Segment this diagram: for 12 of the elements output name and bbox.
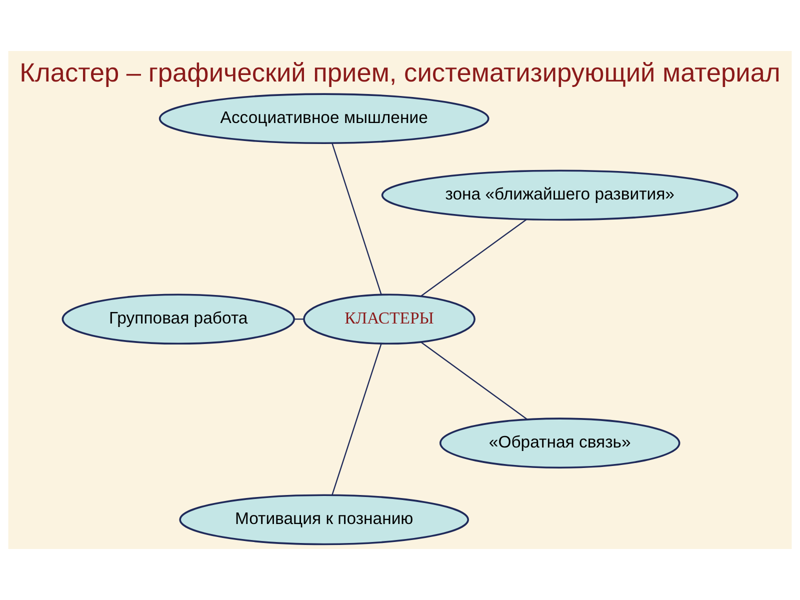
connector — [332, 143, 382, 295]
connector — [332, 344, 382, 496]
node-ellipse: КЛАСТЕРЫ — [303, 294, 476, 345]
connector — [294, 318, 304, 320]
node-ellipse: зона «ближайшего развития» — [381, 170, 738, 221]
node-ellipse: Ассоциативное мышление — [158, 93, 490, 144]
node-ellipse: Групповая работа — [62, 294, 296, 345]
diagram-title: Кластер – графический прием, систематизирующий материал — [20, 58, 780, 88]
node-ellipse: Мотивация к познанию — [179, 494, 470, 546]
node-ellipse: «Обратная связь» — [439, 418, 680, 469]
connector — [420, 218, 527, 297]
connector — [420, 342, 528, 420]
